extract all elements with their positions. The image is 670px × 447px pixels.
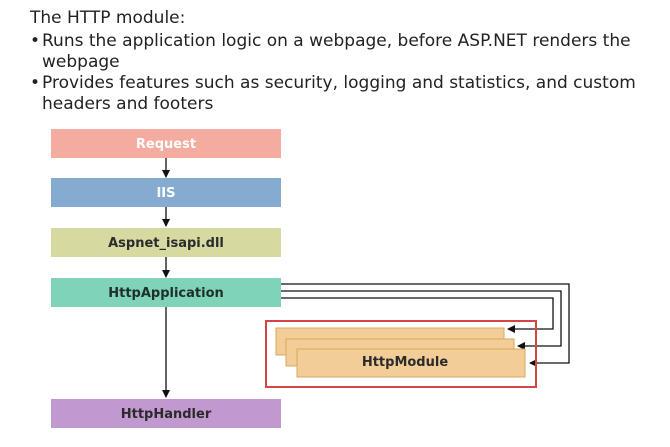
connector-module-1: [281, 297, 554, 333]
heading: The HTTP module:: [30, 8, 186, 28]
bullet-text: Runs the application logic on a webpage,…: [42, 31, 631, 72]
bullet-dot-icon: •: [30, 73, 41, 93]
bullet-item: • Provides features such as security, lo…: [30, 73, 650, 115]
node-iis-label: IIS: [156, 186, 175, 201]
node-httpapplication-label: HttpApplication: [108, 286, 224, 301]
node-httphandler-label: HttpHandler: [121, 407, 212, 422]
bullet-item: • Runs the application logic on a webpag…: [30, 31, 650, 73]
bullet-list: • Runs the application logic on a webpag…: [30, 31, 650, 115]
node-request-box: [51, 129, 281, 158]
node-httpmodule-stack: HttpModule: [275, 327, 526, 378]
node-aspnet: Aspnet_isapi.dll: [51, 228, 281, 257]
node-iis-box: [51, 178, 281, 207]
httpmodule-highlight-frame: [265, 320, 537, 388]
bullet-text: Provides features such as security, logg…: [42, 73, 636, 114]
node-aspnet-label: Aspnet_isapi.dll: [108, 236, 224, 251]
connector-module-3: [281, 283, 570, 367]
node-httpapplication: HttpApplication: [51, 278, 281, 307]
node-httpmodule-label: HttpModule: [362, 355, 448, 370]
description-text: The HTTP module: • Runs the application …: [30, 8, 650, 115]
node-iis: IIS: [51, 178, 281, 207]
node-httpapplication-box: [51, 278, 281, 307]
node-httphandler-box: [51, 399, 281, 428]
connector-module-2: [281, 290, 562, 350]
bullet-dot-icon: •: [30, 31, 41, 51]
node-httphandler: HttpHandler: [51, 399, 281, 428]
node-request-label: Request: [136, 137, 196, 152]
node-aspnet-box: [51, 228, 281, 257]
httpmodule-layer-front: [296, 348, 526, 378]
node-request: Request: [51, 129, 281, 158]
